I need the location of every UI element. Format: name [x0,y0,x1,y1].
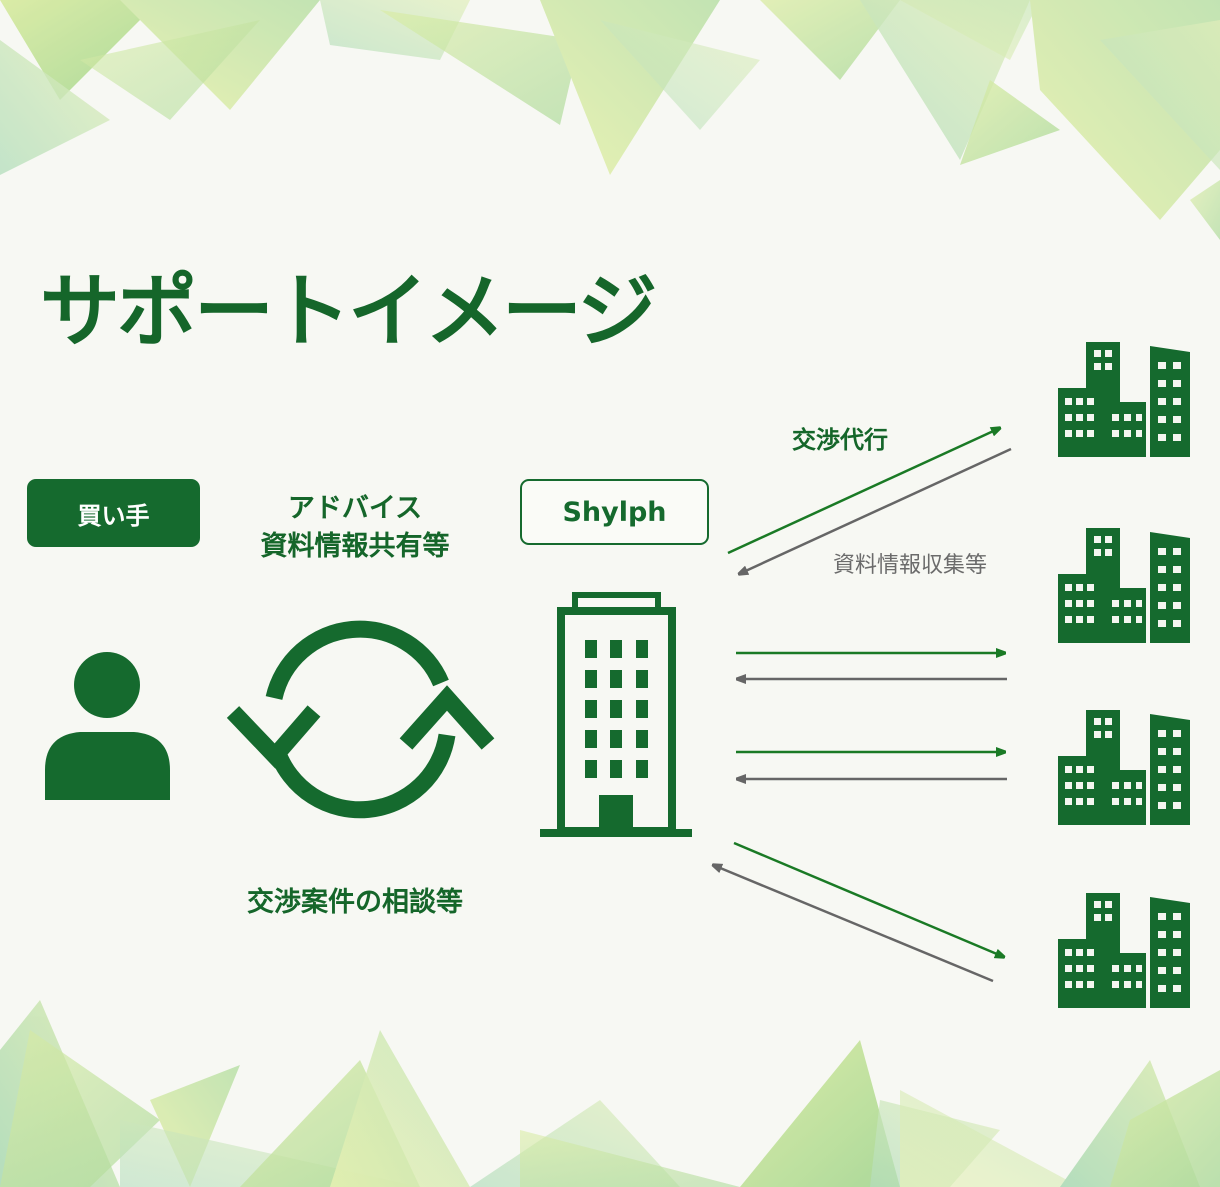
arrow-out-1 [727,428,1000,555]
diagram-title: サポートイメージ [40,265,657,358]
arrows [713,428,1012,983]
buyer-badge: 買い手 [27,479,200,547]
office-building-icon [540,592,692,837]
refresh-cycle-icon [226,620,495,819]
company-buildings-icon [1058,893,1190,1008]
shylph-badge: Shylph [520,479,709,545]
advice-label: アドバイス 資料情報共有等 [240,490,470,566]
arrow-in-4 [713,865,994,983]
company-buildings-icon [1058,710,1190,825]
advice-line-1: アドバイス [287,493,423,524]
company-buildings-icon [1058,528,1190,643]
arrow-in-1 [739,447,1012,574]
advice-line-2: 資料情報共有等 [260,531,450,562]
collection-label: 資料情報収集等 [832,553,987,578]
arrow-out-4 [733,841,1004,957]
company-buildings-icon [1058,342,1190,457]
bottom-triangles [0,1000,1220,1187]
consult-label: 交渉案件の相談等 [247,887,463,918]
top-triangles [0,0,1220,240]
negotiation-label: 交渉代行 [792,426,888,454]
person-icon [45,652,170,800]
